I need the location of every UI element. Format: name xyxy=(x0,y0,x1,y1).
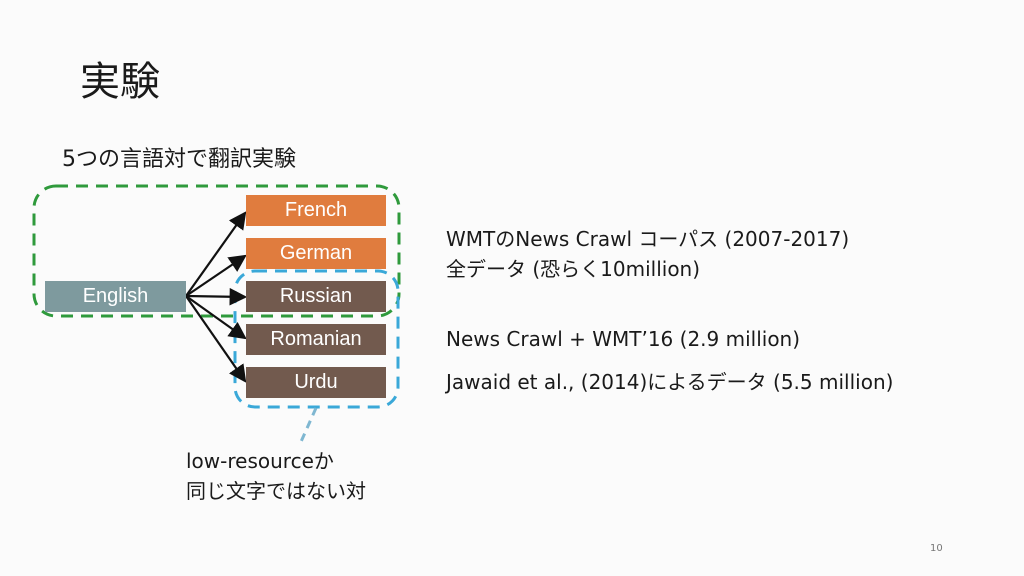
source-language-box: English xyxy=(45,281,186,312)
romanian-data-description: News Crawl + WMT’16 (2.9 million) xyxy=(446,327,801,351)
arrow-to-german xyxy=(185,254,247,297)
page-number: 10 xyxy=(930,543,943,554)
arrow-to-romanian xyxy=(185,295,247,340)
target-box-romanian: Romanian xyxy=(246,324,386,355)
note-callout-line xyxy=(298,407,318,445)
arrow-to-french xyxy=(185,211,247,297)
wmt-description-line-1: WMTのNews Crawl コーパス (2007-2017) xyxy=(446,227,850,251)
arrow-to-russian xyxy=(185,287,248,306)
target-box-urdu: Urdu xyxy=(246,367,386,398)
low-resource-note: low-resourceか 同じ文字ではない対 xyxy=(186,446,366,506)
target-box-russian: Russian xyxy=(246,281,386,312)
arrow-to-urdu xyxy=(185,295,247,383)
target-box-french: French xyxy=(246,195,386,226)
target-box-german: German xyxy=(246,238,386,269)
slide-title: 実験 xyxy=(80,59,160,105)
note-line-2: 同じ文字ではない対 xyxy=(186,479,366,503)
slide-subtitle: 5つの言語対で翻訳実験 xyxy=(62,147,296,172)
note-line-1: low-resourceか xyxy=(186,449,334,473)
urdu-data-description: Jawaid et al., (2014)によるデータ (5.5 million… xyxy=(446,370,894,394)
wmt-description-line-2: 全データ (恐らく10million) xyxy=(446,257,701,281)
